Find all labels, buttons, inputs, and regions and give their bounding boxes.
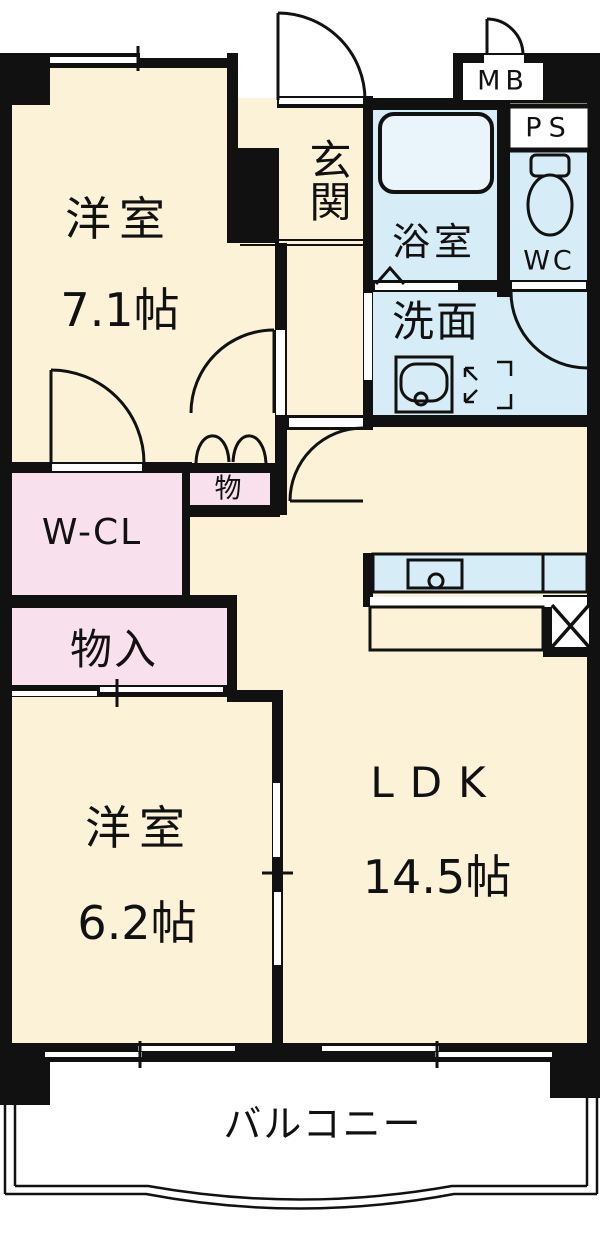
storage-label: 物入 [69,625,159,674]
ldk-door-swing [288,426,364,503]
balcony-outline [3,1098,599,1210]
entrance-label: 玄関 [303,138,352,222]
balcony-label: バルコニー [223,1102,423,1146]
bedroom1-door-gap [276,330,285,415]
ldk-size: 14.5帖 [362,850,512,904]
fixtures [368,112,591,652]
entrance-door-swing [276,11,367,101]
window-ldk [322,1046,439,1051]
ps-box [505,103,593,153]
bedroom1-label: 洋室 [65,192,173,246]
window-bedroom2 [45,1052,142,1057]
mb-threshold [484,55,524,63]
ldk-door-gap [289,418,363,427]
toilet-label: WC [523,245,575,277]
wcl-door-gap [52,464,142,471]
storage-small-floor [188,471,272,511]
pipe-space-label: PS [525,112,573,144]
storage-slider [12,691,97,696]
washroom-floor [371,290,589,417]
doors [49,11,588,503]
kitchen-counter [368,552,589,652]
wcl-door-swing [49,368,146,464]
window-top [50,57,138,63]
washroom-door-gap [364,293,372,380]
walk-in-closet-label: W-CL [41,512,143,553]
storage-floor [10,606,229,687]
bathtub-icon [378,112,494,194]
bath-door-gap [375,283,458,290]
washroom-label: 洗面 [391,297,481,346]
bathroom-label: 浴室 [391,220,477,264]
washbasin-icon [394,355,454,414]
bedroom2-size: 6.2帖 [77,896,197,950]
service-boxes [463,63,593,153]
bedroom2-label: 洋室 [85,801,193,855]
mb-door-swing [485,17,525,56]
bath-folding-door [374,265,406,285]
toilet-bowl-icon [526,173,574,237]
ldk-label: LDK [370,758,502,807]
mb-box [463,63,543,100]
duct-box-icon [550,603,591,649]
meter-box-label: MB [477,65,529,97]
entrance-threshold [279,98,363,104]
bedroom1-size: 7.1帖 [60,283,180,337]
storage-small-label: 物 [214,473,242,505]
storage-bifold-door [194,434,268,464]
toilet-door-swing [509,291,588,370]
washer-space-icon [463,360,513,410]
toilet-tank-icon [529,153,571,178]
bedroom2-slider [273,783,280,857]
walk-in-closet-floor [12,471,184,597]
entrance-step-line [240,239,363,246]
marks [115,46,439,1068]
bedroom1-door-swing [189,328,276,414]
openings [12,52,586,1057]
toilet-door-gap [512,282,586,289]
